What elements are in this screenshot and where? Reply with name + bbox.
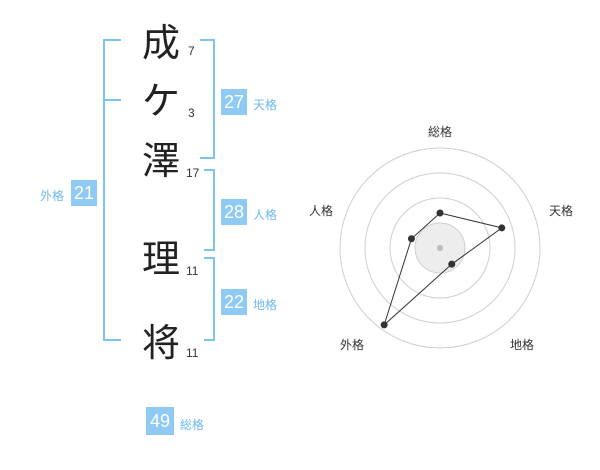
- chikaku-value: 22: [221, 289, 247, 315]
- name-char-4: 理: [142, 237, 181, 281]
- jinkaku-bracket: [204, 169, 215, 251]
- radar-center: [437, 245, 443, 251]
- soukaku-label: 総格: [180, 418, 205, 432]
- stroke-count-1: 7: [188, 44, 195, 58]
- radar-ring: [364, 172, 516, 324]
- tenkaku-bracket: [200, 39, 215, 159]
- jinkaku-label: 人格: [253, 208, 278, 222]
- name-char-5: 将: [142, 321, 181, 365]
- radar-point-2: [498, 224, 506, 232]
- radar-point-5: [407, 235, 415, 243]
- stroke-count-2: 3: [188, 106, 195, 120]
- name-char-1: 成: [142, 21, 181, 65]
- stroke-count-3: 17: [186, 166, 200, 180]
- radar-point-4: [380, 321, 388, 329]
- gaikaku-label: 外格: [40, 189, 65, 203]
- radar-label-soukaku: 総格: [428, 125, 453, 139]
- radar-point-3: [448, 260, 456, 268]
- soukaku-value: 49: [146, 407, 174, 435]
- name-char-2: ケ: [142, 79, 181, 123]
- stroke-count-4: 11: [186, 264, 199, 278]
- chikaku-bracket: [204, 257, 215, 341]
- tenkaku-value: 27: [221, 89, 247, 115]
- radar-label-tenkaku: 天格: [549, 204, 574, 218]
- radar-ring: [389, 197, 491, 299]
- jinkaku-value: 28: [221, 199, 247, 225]
- radar-label-jinkaku: 人格: [309, 204, 334, 218]
- radar-polygon: [383, 212, 503, 327]
- radar-point-1: [436, 209, 444, 217]
- tenkaku-label: 天格: [253, 98, 278, 112]
- gaikaku-bracket: [103, 39, 121, 341]
- stroke-count-5: 11: [186, 346, 199, 360]
- gaikaku-value: 21: [71, 180, 97, 206]
- chikaku-label: 地格: [253, 298, 278, 312]
- name-char-3: 澤: [142, 139, 181, 183]
- radar-label-gaikaku: 外格: [340, 338, 365, 352]
- radar-ring: [339, 147, 541, 349]
- radar-label-chikaku: 地格: [510, 338, 535, 352]
